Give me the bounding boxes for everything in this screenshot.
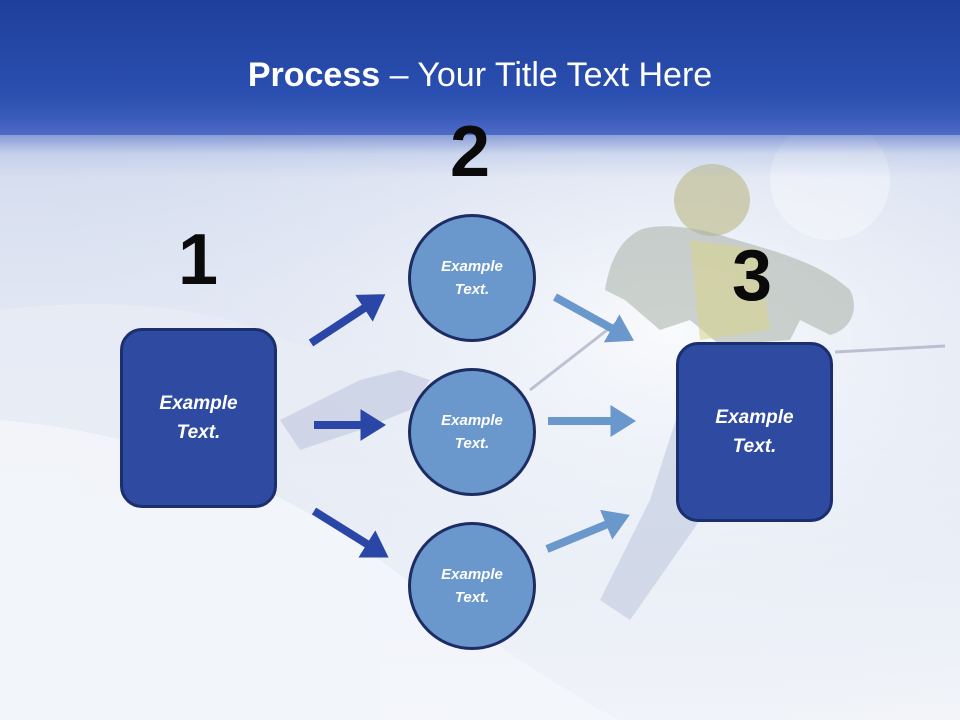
circle-bottom-line2: Text.	[454, 589, 490, 606]
arrow-to-bottom-circle	[311, 507, 389, 558]
title-bar	[0, 0, 960, 135]
title-bar-fade	[0, 118, 960, 178]
circle-middle-line1: Example	[441, 412, 503, 429]
step-number-3: 3	[732, 236, 773, 316]
circle-top-line2: Text.	[454, 281, 490, 298]
circle-middle-line2: Text.	[454, 435, 490, 452]
end-box-line1: Example	[715, 407, 794, 428]
step-number-1: 1	[178, 220, 219, 300]
title-bold: Process	[247, 56, 381, 94]
arrow-top-to-end	[553, 293, 634, 343]
slide-title: Process – Your Title Text Here	[0, 52, 960, 98]
end-box-line2: Text.	[732, 436, 777, 457]
step-number-2: 2	[450, 112, 491, 192]
arrow-to-top-circle	[308, 294, 386, 347]
start-box-line1: Example	[159, 393, 238, 414]
start-box-line2: Text.	[176, 422, 221, 443]
circle-bottom-line1: Example	[441, 566, 503, 583]
circle-top-line1: Example	[441, 258, 503, 275]
arrow-bottom-to-end	[545, 509, 630, 553]
title-rest: – Your Title Text Here	[380, 56, 713, 94]
